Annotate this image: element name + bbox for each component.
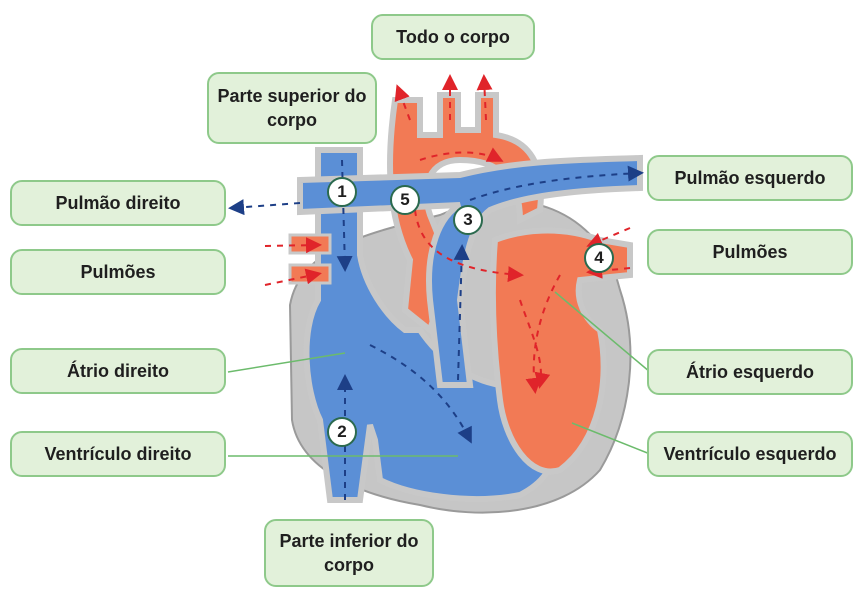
pulmonary-vein-left-2 xyxy=(288,263,332,285)
label-pulmao-direito: Pulmão direito xyxy=(10,180,226,226)
label-parte-superior: Parte superior do corpo xyxy=(207,72,377,144)
label-ventriculo-direito: Ventrículo direito xyxy=(10,431,226,477)
label-pulmao-esquerdo: Pulmão esquerdo xyxy=(647,155,853,201)
label-atrio-esquerdo: Átrio esquerdo xyxy=(647,349,853,395)
label-pulmoes-right: Pulmões xyxy=(647,229,853,275)
marker-5: 5 xyxy=(390,185,420,215)
label-atrio-direito: Átrio direito xyxy=(10,348,226,394)
marker-4: 4 xyxy=(584,243,614,273)
label-todo-o-corpo: Todo o corpo xyxy=(371,14,535,60)
label-parte-inferior: Parte inferior do corpo xyxy=(264,519,434,587)
marker-1: 1 xyxy=(327,177,357,207)
label-pulmoes-left: Pulmões xyxy=(10,249,226,295)
marker-3: 3 xyxy=(453,205,483,235)
label-ventriculo-esquerdo: Ventrículo esquerdo xyxy=(647,431,853,477)
pulmonary-vein-left-1 xyxy=(288,233,332,255)
marker-2: 2 xyxy=(327,417,357,447)
